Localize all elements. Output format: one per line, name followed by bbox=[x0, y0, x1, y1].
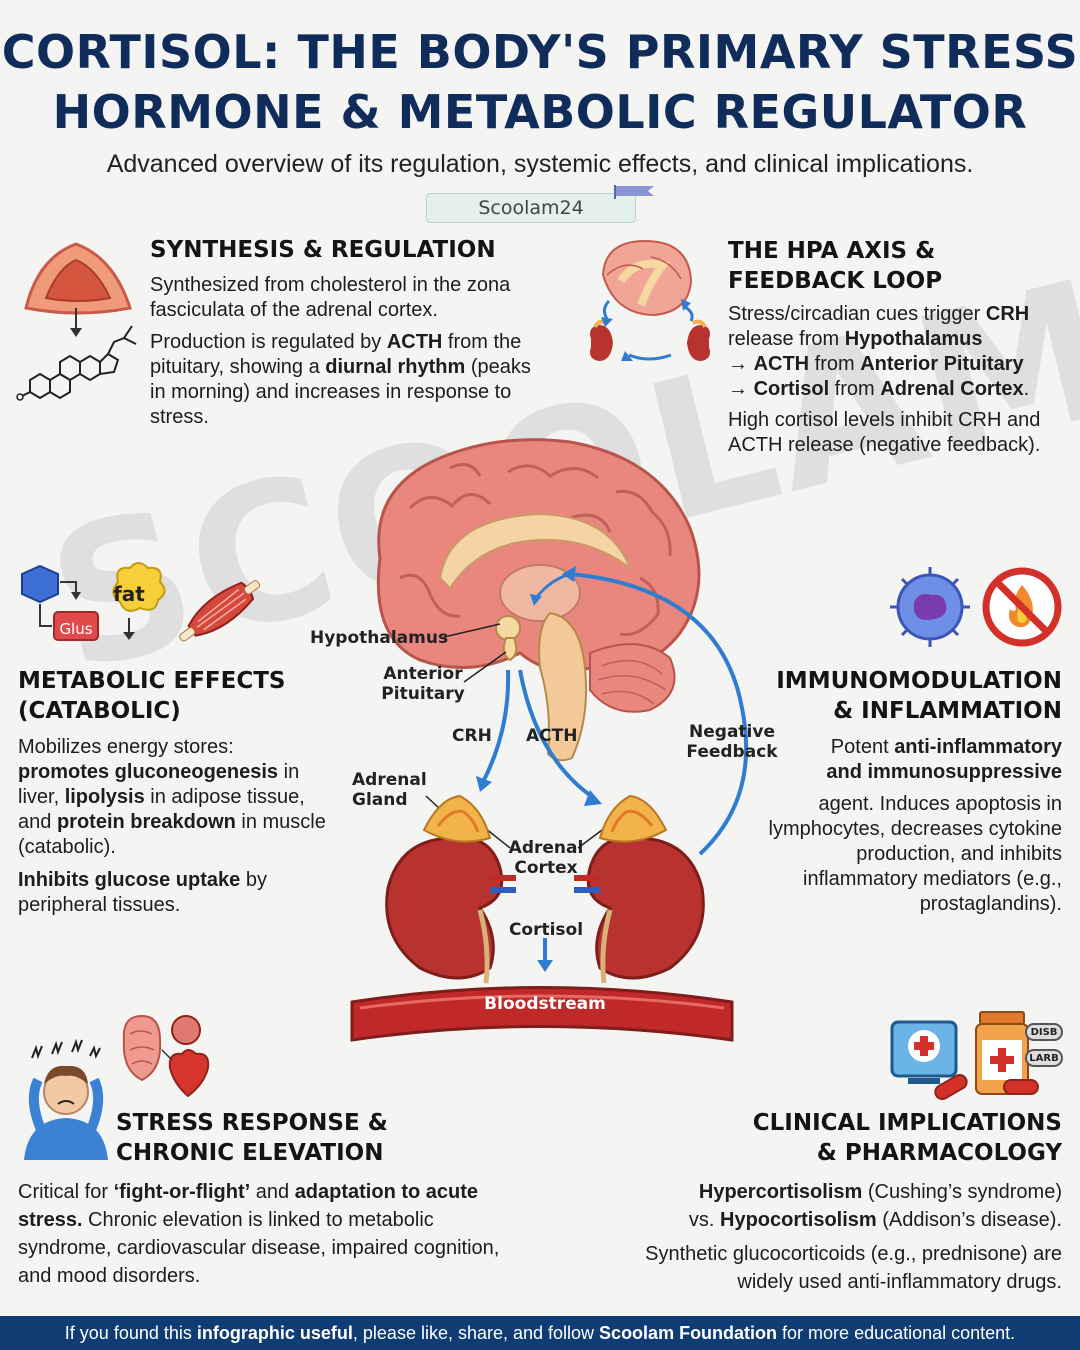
page-title: CORTISOL: THE BODY'S PRIMARY STRESS HORM… bbox=[0, 22, 1080, 142]
brain bbox=[376, 438, 701, 673]
synthesis-title: SYNTHESIS & REGULATION bbox=[150, 237, 496, 263]
hpa-text-1: Stress/circadian cues trigger CRH releas… bbox=[728, 303, 1030, 400]
medical-monitor-icon bbox=[890, 1020, 968, 1100]
clinical-text-1: Hypercortisolism (Cushing’s syndrome) vs… bbox=[688, 1181, 1062, 1231]
immuno-text-2: agent. Induces apoptosis in lymphocytes,… bbox=[768, 793, 1062, 915]
organs-icon bbox=[122, 1014, 210, 1098]
adrenal-gland-icon bbox=[24, 242, 132, 315]
label-crh: CRH bbox=[452, 726, 492, 746]
hpa-diagram bbox=[350, 438, 749, 1042]
page-subtitle: Advanced overview of its regulation, sys… bbox=[106, 150, 974, 178]
hpa-text-2: High cortisol levels inhibit CRH and ACT… bbox=[728, 409, 1041, 456]
label-negative-feedback: Negative Feedback bbox=[686, 722, 778, 762]
no-inflammation-icon bbox=[982, 567, 1062, 647]
label-bloodstream: Bloodstream bbox=[484, 994, 606, 1014]
label-cortisol: Cortisol bbox=[508, 920, 584, 940]
title-line-2: HORMONE & METABOLIC REGULATOR bbox=[52, 85, 1028, 139]
stress-title: STRESS RESPONSE & CHRONIC ELEVATION bbox=[116, 1110, 388, 1166]
label-anterior-pituitary: Anterior Pituitary bbox=[381, 664, 465, 704]
metabolic-icons bbox=[21, 562, 261, 642]
badge-disb: DISB bbox=[1030, 1027, 1058, 1038]
clinical-text-2: Synthetic glucocorticoids (e.g., prednis… bbox=[645, 1243, 1062, 1293]
title-line-1: CORTISOL: THE BODY'S PRIMARY STRESS bbox=[1, 25, 1079, 79]
badge-larb: LARB bbox=[1029, 1053, 1059, 1064]
immuno-text-1: Potent anti-inflammatory and immunosuppr… bbox=[826, 736, 1062, 783]
footer-banner: If you found this infographic useful, pl… bbox=[0, 1316, 1080, 1350]
immuno-title: IMMUNOMODULATION & INFLAMMATION bbox=[776, 668, 1062, 724]
clinical-title: CLINICAL IMPLICATIONS & PHARMACOLOGY bbox=[752, 1110, 1062, 1166]
metabolic-title: METABOLIC EFFECTS (CATABOLIC) bbox=[18, 668, 286, 724]
glucose-label: Glus bbox=[59, 620, 93, 638]
label-adrenal-cortex: Adrenal Cortex bbox=[508, 838, 584, 878]
brand-tag: Scoolam24 bbox=[426, 193, 636, 223]
metabolic-text-1: Mobilizes energy stores: promotes glucon… bbox=[18, 736, 326, 858]
label-acth: ACTH bbox=[526, 726, 578, 746]
label-adrenal-gland: Adrenal Gland bbox=[352, 770, 427, 810]
hpa-title: THE HPA AXIS & FEEDBACK LOOP bbox=[728, 238, 943, 294]
synthesis-text-1: Synthesized from cholesterol in the zona… bbox=[150, 274, 511, 321]
steroid-molecule-icon bbox=[16, 325, 137, 401]
medicine-bottle-icon bbox=[975, 1011, 1063, 1095]
metabolic-text-2: Inhibits glucose uptake by peripheral ti… bbox=[18, 869, 267, 916]
stressed-person-icon bbox=[24, 1038, 108, 1160]
stress-text: Critical for ‘fight-or-flight’ and adapt… bbox=[18, 1181, 500, 1287]
label-hypothalamus: Hypothalamus bbox=[310, 628, 449, 648]
immune-cell-icon bbox=[890, 567, 970, 647]
synthesis-text-2: Production is regulated by ACTH from the… bbox=[150, 331, 531, 428]
fat-label: fat bbox=[113, 582, 145, 606]
hpa-cycle-icon bbox=[590, 239, 710, 361]
flag-icon bbox=[614, 185, 654, 199]
down-arrow-icon bbox=[70, 308, 82, 337]
